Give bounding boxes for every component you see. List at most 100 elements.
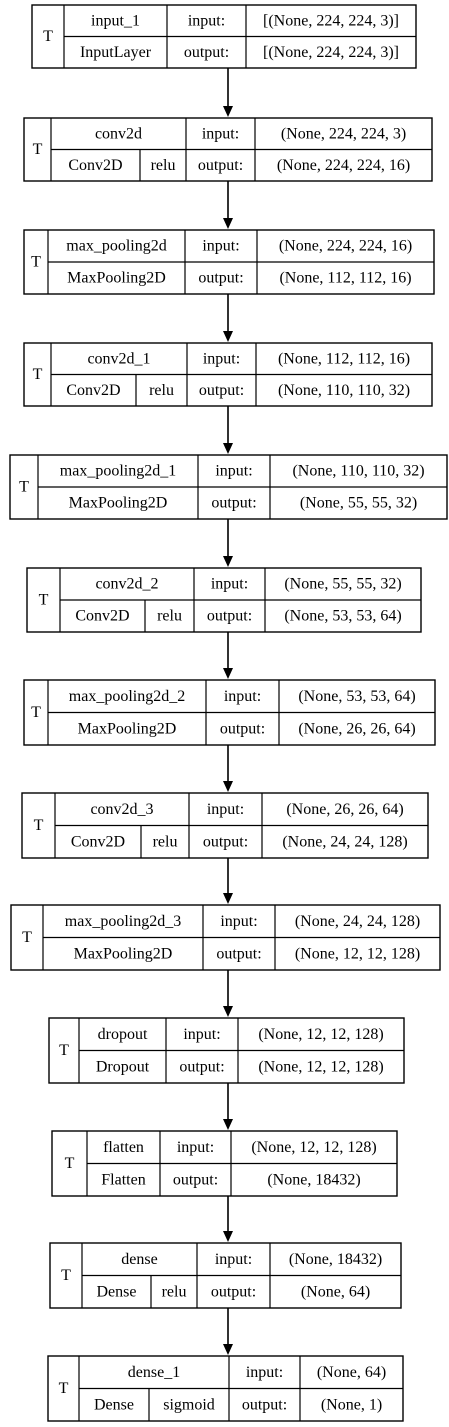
arrowhead [223,893,233,904]
layer-activation: relu [149,382,174,399]
input-label: input: [215,463,252,480]
input-label: input: [220,913,257,930]
input-shape: (None, 53, 53, 64) [298,688,415,705]
edge-arrow [223,1083,233,1130]
arrowhead [223,781,233,792]
tensor-tag: T [39,592,49,609]
output-shape: (None, 110, 110, 32) [278,382,410,399]
output-label: output: [198,157,243,174]
input-label: input: [188,12,225,29]
edge-arrow [223,68,233,117]
layer-type: Flatten [101,1171,145,1188]
input-shape: (None, 18432) [289,1251,382,1268]
layer-node-maxpool-1: Tmax_pooling2d_1MaxPooling2Dinput:output… [9,454,448,520]
layer-name: dropout [98,1026,148,1043]
tensor-tag: T [59,1380,69,1397]
layer-type: Dense [97,1283,137,1300]
arrowhead [223,106,233,117]
layer-activation: relu [153,833,178,850]
input-shape: (None, 26, 26, 64) [286,801,403,818]
input-shape: [(None, 224, 224, 3)] [263,12,399,29]
layer-node-maxpool: Tmax_pooling2dMaxPooling2Dinput:output:(… [23,229,435,295]
layer-type: Dropout [96,1058,150,1075]
edge-arrow [223,1308,233,1355]
input-label: input: [177,1139,214,1156]
layer-node-maxpool-2: Tmax_pooling2d_2MaxPooling2Dinput:output… [23,679,436,746]
output-shape: (None, 1) [321,1396,382,1413]
tensor-tag: T [22,929,32,946]
input-label: input: [203,350,240,367]
tensor-tag: T [61,1267,71,1284]
input-shape: (None, 224, 224, 16) [279,238,412,255]
output-label: output: [216,945,261,962]
input-shape: (None, 64) [317,1364,386,1381]
input-label: input: [202,125,239,142]
tensor-tag: T [43,28,53,45]
edge-arrow [223,294,233,342]
layer-type: MaxPooling2D [74,945,173,962]
layer-type: MaxPooling2D [78,720,177,737]
output-label: output: [198,270,243,287]
layer-activation: sigmoid [163,1396,215,1413]
output-label: output: [211,1283,256,1300]
layer-activation: relu [157,608,182,625]
edges [223,68,233,1355]
arrowhead [223,218,233,229]
output-label: output: [211,495,256,512]
arrowhead [223,668,233,679]
tensor-tag: T [65,1155,75,1172]
output-shape: (None, 64) [301,1283,370,1300]
output-shape: (None, 53, 53, 64) [284,608,401,625]
output-shape: (None, 18432) [267,1171,360,1188]
output-shape: [(None, 224, 224, 3)] [263,44,399,61]
layer-name: max_pooling2d [66,238,166,255]
tensor-tag: T [34,817,44,834]
layer-name: max_pooling2d_1 [60,463,176,480]
layer-type: Conv2D [75,608,129,625]
arrowhead [223,331,233,342]
input-label: input: [246,1364,283,1381]
layer-type: InputLayer [80,44,152,61]
layer-type: Conv2D [71,833,125,850]
layer-name: conv2d_2 [95,576,158,593]
layer-name: max_pooling2d_2 [69,688,185,705]
tensor-tag: T [59,1042,69,1059]
input-shape: (None, 112, 112, 16) [278,350,410,367]
edge-arrow [223,519,233,567]
output-shape: (None, 12, 12, 128) [258,1058,383,1075]
layer-type: MaxPooling2D [67,270,166,287]
input-label: input: [211,576,248,593]
input-shape: (None, 224, 224, 3) [281,125,406,142]
layer-name: conv2d_3 [90,801,153,818]
input-shape: (None, 12, 12, 128) [258,1026,383,1043]
output-label: output: [184,44,229,61]
input-shape: (None, 110, 110, 32) [292,463,424,480]
output-label: output: [207,608,252,625]
input-label: input: [224,688,261,705]
edge-arrow [223,970,233,1017]
arrowhead [223,1344,233,1355]
input-shape: (None, 12, 12, 128) [251,1139,376,1156]
output-shape: (None, 55, 55, 32) [300,495,417,512]
input-label: input: [183,1026,220,1043]
output-shape: (None, 26, 26, 64) [298,720,415,737]
tensor-tag: T [19,479,29,496]
output-label: output: [179,1058,224,1075]
output-shape: (None, 224, 224, 16) [277,157,410,174]
output-label: output: [220,720,265,737]
layer-name: dense_1 [128,1364,180,1381]
output-label: output: [242,1396,287,1413]
layer-name: max_pooling2d_3 [65,913,181,930]
edge-arrow [223,745,233,792]
